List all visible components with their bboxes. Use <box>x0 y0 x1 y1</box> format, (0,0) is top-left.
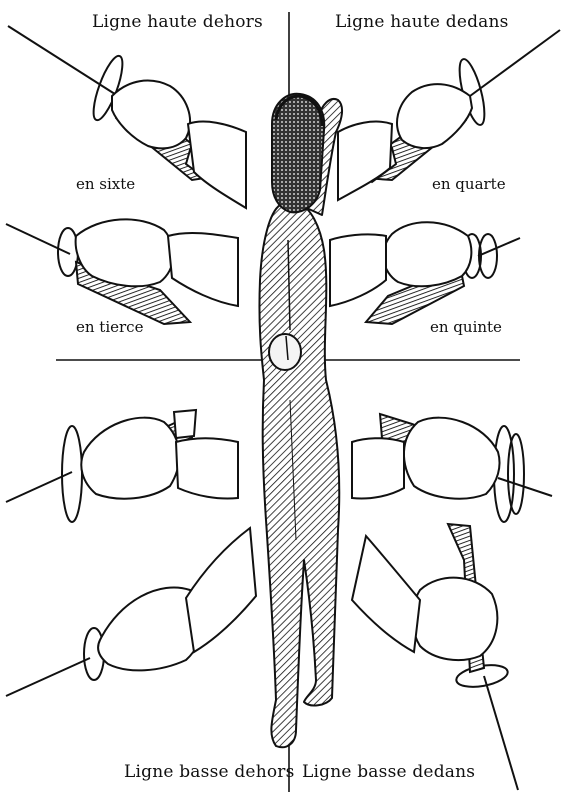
hand-low-right-lower <box>352 524 518 790</box>
label-ligne-haute-dedans: Ligne haute dedans <box>335 12 509 32</box>
hand-quinte <box>330 222 520 324</box>
label-ligne-basse-dedans: Ligne basse dedans <box>302 762 475 782</box>
hand-tierce <box>6 219 238 324</box>
hand-low-right-upper <box>352 414 552 522</box>
label-en-sixte: en sixte <box>76 175 135 193</box>
label-ligne-basse-dehors: Ligne basse dehors <box>124 762 295 782</box>
hand-low-left-lower <box>6 528 256 696</box>
label-en-tierce: en tierce <box>76 318 143 336</box>
fencer-figure <box>259 94 342 747</box>
label-ligne-haute-dehors: Ligne haute dehors <box>92 12 263 32</box>
label-en-quinte: en quinte <box>430 318 502 336</box>
hand-low-left-upper <box>6 410 238 522</box>
guard-disc <box>269 334 301 370</box>
label-en-quarte: en quarte <box>432 175 506 193</box>
